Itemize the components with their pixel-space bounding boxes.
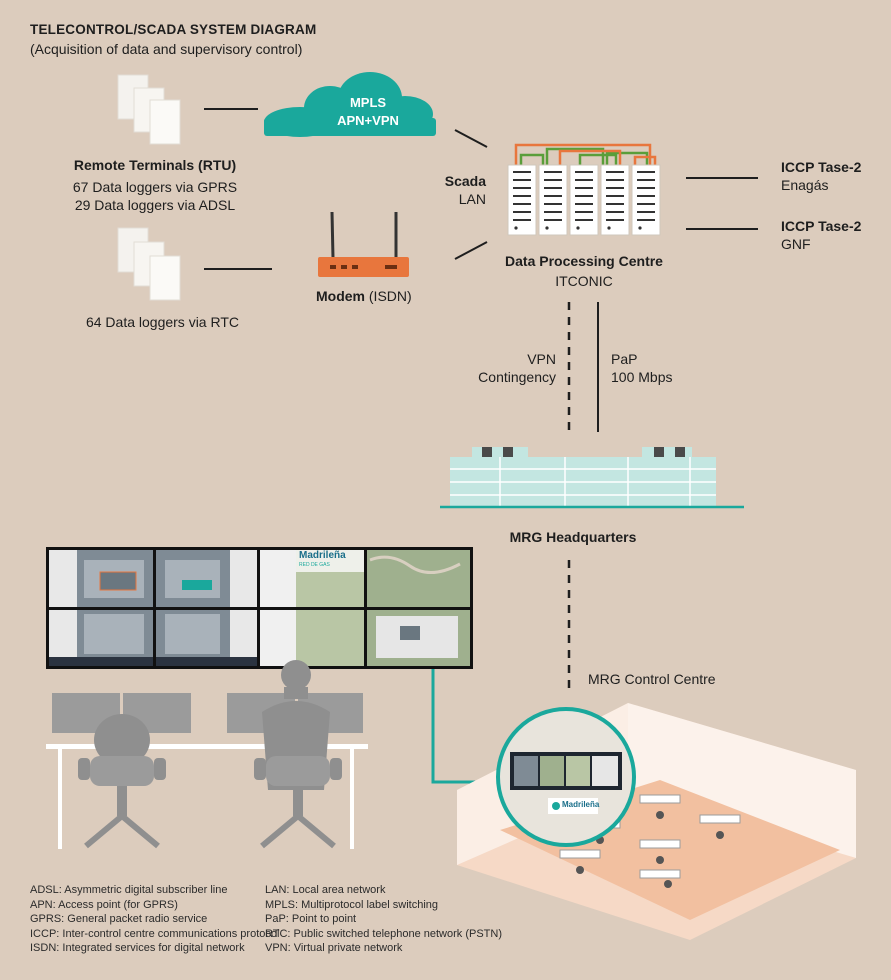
- rtu-documents-icon: [117, 74, 181, 145]
- control-centre-label: MRG Control Centre: [588, 671, 716, 687]
- video-wall-icon: [46, 547, 473, 669]
- rtc-label: 64 Data loggers via RTC: [85, 314, 240, 330]
- hq-title: MRG Headquarters: [509, 529, 637, 545]
- modem-icon: [318, 211, 409, 277]
- glossary-item: VPN: Virtual private network: [265, 942, 403, 954]
- vpn-label: VPN Contingency: [458, 350, 556, 386]
- glossary-item: MPLS: Multiprotocol label switching: [265, 898, 439, 911]
- glossary-item: GPRS: General packet radio service: [30, 913, 208, 925]
- pap-label-1: PaP: [611, 351, 638, 367]
- rtu-title: Remote Terminals (RTU): [73, 157, 237, 173]
- pap-label: PaP 100 Mbps: [611, 350, 672, 386]
- rtc-documents-icon: [117, 227, 181, 301]
- glossary-right: LAN: Local area network MPLS: Multiproto…: [265, 883, 502, 956]
- glossary-left: ADSL: Asymmetric digital subscriber line…: [30, 883, 279, 956]
- dpc-title: Data Processing Centre: [505, 253, 663, 269]
- magnifier-brand-name: Madrileña: [562, 800, 600, 809]
- dpc-label: Data Processing Centre ITCONIC: [494, 252, 674, 290]
- iccp-gnf-name: GNF: [781, 236, 811, 252]
- scada-title: Scada: [444, 173, 486, 189]
- magnifier-callout-icon: [496, 707, 636, 847]
- headquarters-building-icon: [440, 447, 744, 509]
- glossary-item: ISDN: Integrated services for digital ne…: [30, 942, 245, 954]
- rtu-block: Remote Terminals (RTU) 67 Data loggers v…: [40, 156, 270, 214]
- page-subtitle: (Acquisition of data and supervisory con…: [30, 41, 303, 57]
- glossary-item: ICCP: Inter-control centre communication…: [30, 927, 280, 940]
- modem-label-bold: Modem: [316, 288, 365, 304]
- operator-workstations-icon: [46, 660, 368, 849]
- iccp-gnf: ICCP Tase-2 GNF: [781, 217, 861, 253]
- glossary-item: PaP: Point to point: [265, 913, 357, 925]
- glossary-item: ADSL: Asymmetric digital subscriber line: [30, 884, 228, 896]
- scada-lan: LAN: [458, 191, 486, 207]
- rtu-gprs-label: 67 Data loggers via GPRS: [72, 179, 238, 195]
- mpls-cloud-icon: [264, 72, 436, 137]
- cloud-mpls-label: MPLS: [349, 95, 387, 110]
- pap-label-2: 100 Mbps: [611, 369, 673, 385]
- callout-line: [431, 669, 500, 784]
- cloud-apn-label: APN+VPN: [337, 113, 399, 128]
- server-cluster-icon: [507, 143, 661, 236]
- wall-brand-sub: RED DE GAS: [299, 562, 330, 568]
- scada-label: Scada LAN: [430, 172, 486, 208]
- vpn-label-1: VPN: [527, 351, 556, 367]
- page-title: TELECONTROL/SCADA SYSTEM DIAGRAM: [30, 22, 317, 37]
- iccp-enagas: ICCP Tase-2 Enagás: [781, 158, 861, 194]
- iccp-enagas-name: Enagás: [781, 177, 829, 193]
- iccp-gnf-title: ICCP Tase-2: [781, 218, 862, 234]
- glossary-item: RTC: Public switched telephone network (…: [265, 927, 503, 940]
- rtu-adsl-label: 29 Data loggers via ADSL: [74, 197, 236, 213]
- wall-brand-name: Madrileña: [299, 550, 346, 561]
- modem-label-normal: (ISDN): [368, 288, 412, 304]
- dpc-subtitle: ITCONIC: [555, 273, 613, 289]
- cloud-label: MPLS APN+VPN: [318, 94, 418, 130]
- modem-label: Modem (ISDN): [316, 287, 412, 305]
- glossary-item: LAN: Local area network: [265, 884, 386, 896]
- glossary-item: APN: Access point (for GPRS): [30, 898, 178, 911]
- vpn-label-2: Contingency: [478, 369, 556, 385]
- iccp-enagas-title: ICCP Tase-2: [781, 159, 862, 175]
- connector-lines: [204, 108, 758, 432]
